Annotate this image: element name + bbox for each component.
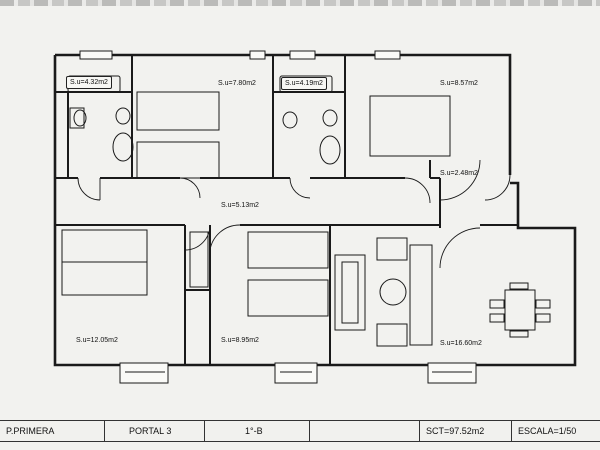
room-area-bedroom-1: S.u=7.80m2	[218, 80, 256, 87]
room-area-living: S.u=16.60m2	[440, 340, 482, 347]
room-area-bedroom-3: S.u=8.95m2	[221, 337, 259, 344]
outer-walls	[53, 53, 577, 367]
room-area-bedroom-main: S.u=12.05m2	[76, 337, 118, 344]
room-area-bath-1: S.u=4.32m2	[66, 76, 112, 89]
room-area-hall: S.u=2.48m2	[440, 170, 478, 177]
title-block: P.PRIMERA PORTAL 3 1°-B SCT=97.52m2 ESCA…	[0, 420, 600, 442]
bath-fixtures	[67, 75, 341, 165]
floor-label: P.PRIMERA	[0, 421, 105, 441]
room-area-bedroom-2: S.u=8.57m2	[440, 80, 478, 87]
interior-walls	[55, 55, 518, 365]
windows	[79, 50, 477, 384]
door-swings	[77, 159, 511, 269]
room-area-bath-2: S.u=4.19m2	[281, 77, 327, 90]
living-furniture	[334, 237, 551, 347]
blank-cell	[310, 421, 420, 441]
scale-label: ESCALA=1/50	[518, 426, 577, 436]
floor-plan	[53, 50, 577, 384]
beds	[61, 91, 451, 317]
cropped-header-strip	[0, 0, 600, 6]
room-area-corridor: S.u=5.13m2	[221, 202, 259, 209]
sct-label: SCT=97.52m2	[420, 421, 512, 441]
unit-label: 1°-B	[205, 421, 310, 441]
portal-label: PORTAL 3	[105, 421, 205, 441]
